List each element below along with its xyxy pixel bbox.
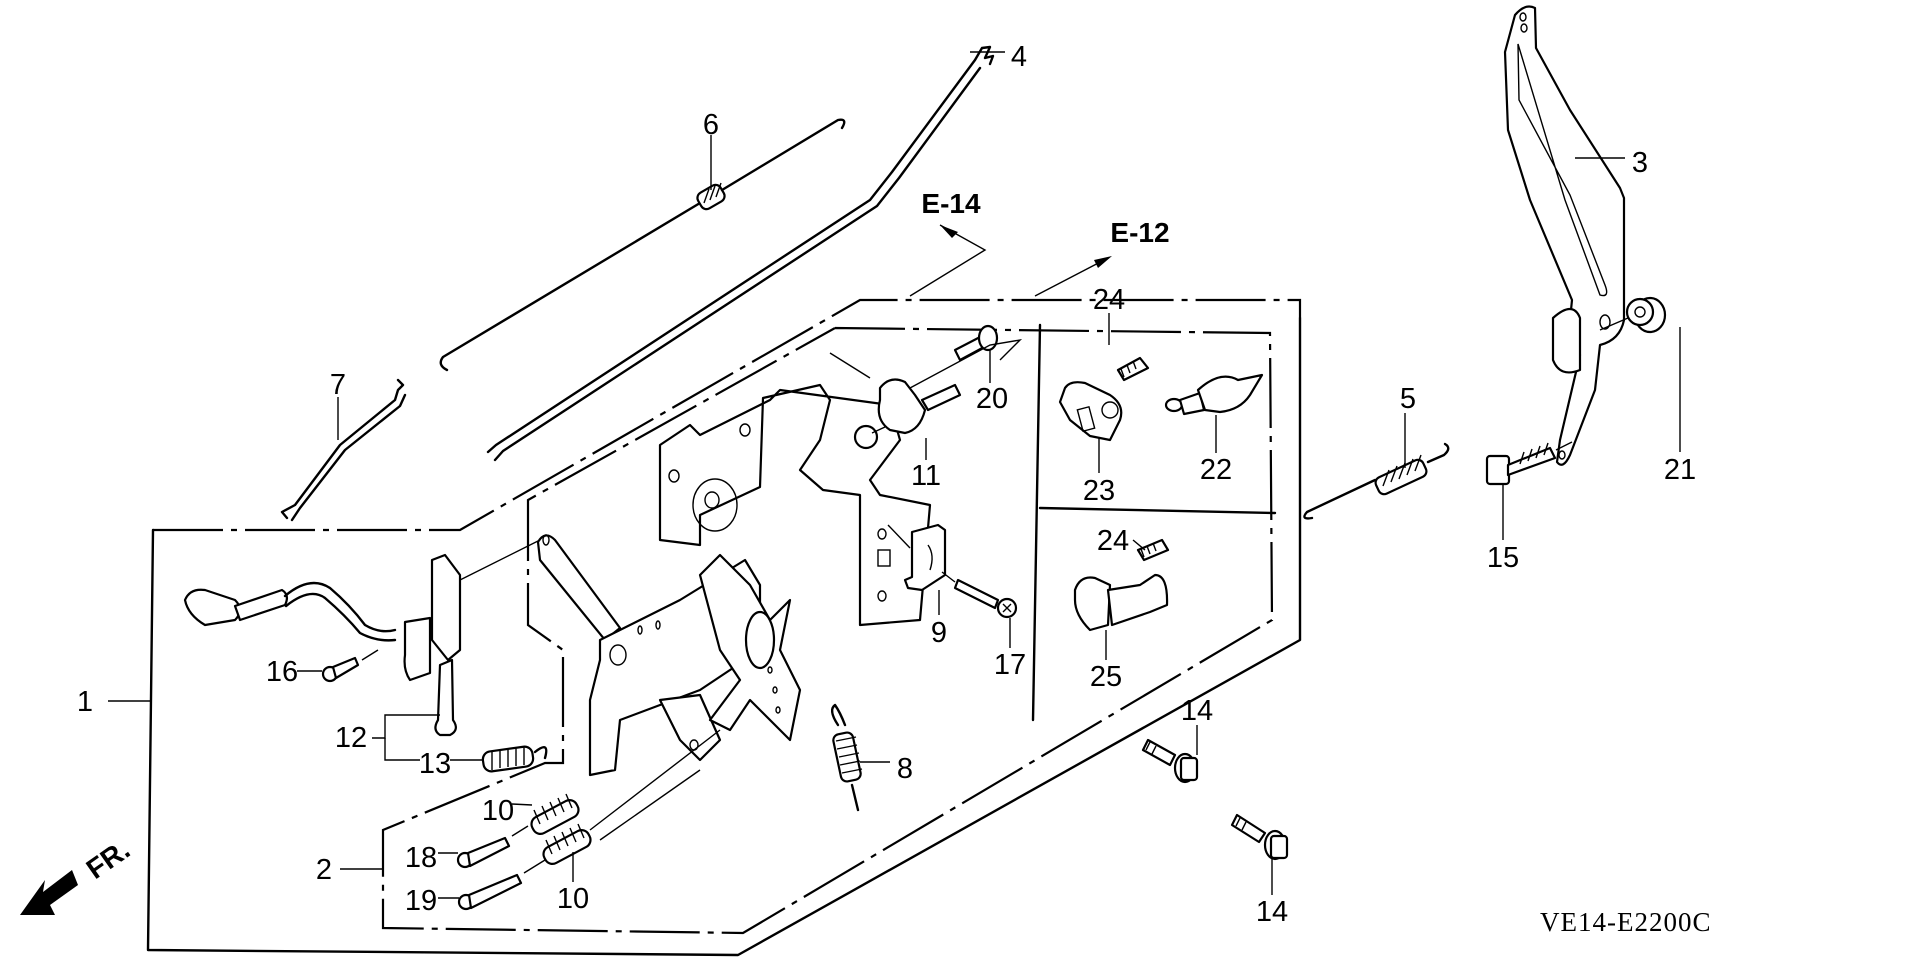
callout-22: 22 [1200,454,1232,486]
rod-7 [280,378,407,522]
screw-18 [456,825,529,869]
callout-11: 11 [911,460,941,492]
front-arrow-icon [20,870,78,915]
callout-20: 20 [976,383,1008,415]
front-direction-marker: FR. [20,834,135,915]
callout-21: 21 [1664,454,1696,486]
leader-lines [108,51,1681,899]
spring-10-leader-2 [599,769,701,841]
callout-2: 2 [316,854,332,886]
callout-14-lower: 14 [1256,896,1288,928]
screw-17 [941,571,1018,619]
callout-1: 1 [77,686,93,718]
spring-10-leader [589,729,721,831]
callout-23: 23 [1083,475,1115,507]
callout-15: 15 [1487,542,1519,574]
control-lever-3 [1503,5,1626,466]
knob-25 [1073,573,1169,632]
callout-25: 25 [1090,661,1122,693]
spring-5 [1303,442,1450,520]
callout-4: 4 [1011,41,1027,73]
callouts: 1 2 3 4 5 6 7 8 9 10 10 11 12 13 14 14 1… [77,41,1696,928]
flange-nut-21 [1599,296,1667,334]
callout-6: 6 [703,109,719,141]
callout-12: 12 [335,722,367,754]
screw-19 [457,859,546,911]
choke-cable [183,539,541,737]
subassembly-divider [1031,323,1277,722]
ref-arrow-e14 [909,224,987,297]
rod-4 [486,45,995,462]
callout-13: 13 [419,748,451,780]
reference-e14: E-14 [921,188,981,219]
spring-rod-6 [439,118,846,372]
bolt-15 [1485,441,1573,486]
callout-14-upper: 14 [1181,695,1213,727]
ref-arrow-e12 [1034,256,1112,297]
spring-13 [481,745,548,773]
callout-19: 19 [405,885,437,917]
flange-bolt-14-upper [1141,738,1199,784]
knob-22 [1164,373,1264,416]
callout-18: 18 [405,842,437,874]
callout-24-upper: 24 [1093,284,1125,316]
assembly-2-outline [381,326,1274,935]
callout-16: 16 [266,656,298,688]
callout-5: 5 [1400,383,1416,415]
callout-9: 9 [931,617,947,649]
callout-3: 3 [1632,147,1648,179]
governor-lever [698,553,802,742]
callout-10-upper: 10 [482,795,514,827]
callout-24-lower: 24 [1097,525,1129,557]
spring-10-upper [530,793,580,835]
drawing-code: VE14-E2200C [1540,907,1711,937]
screw-20 [909,324,1023,389]
callout-8: 8 [897,753,913,785]
assembly-1-outline [146,298,1302,957]
flange-bolt-14-lower [1230,813,1289,861]
bracket-23 [1058,381,1123,442]
callout-10-lower: 10 [557,883,589,915]
screw-24-lower [1136,538,1170,562]
reference-e12: E-12 [1110,217,1169,248]
screw-16 [321,649,379,683]
callout-7: 7 [330,369,346,401]
spring-10-lower [542,823,592,865]
clip-9 [887,523,947,592]
stop-switch-11 [829,352,962,450]
spring-8 [830,703,863,812]
screw-24-upper [1116,356,1150,382]
front-marker-label: FR. [81,834,136,885]
callout-17: 17 [994,649,1026,681]
